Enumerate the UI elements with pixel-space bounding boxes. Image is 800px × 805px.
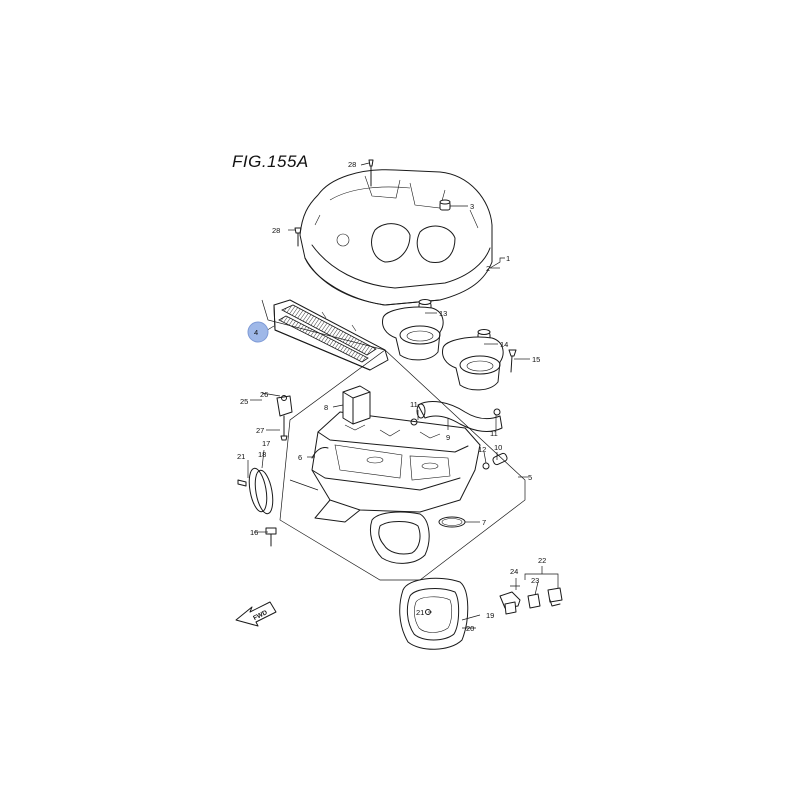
callout-26: 26: [260, 390, 268, 399]
clamp-11: [410, 408, 501, 426]
sensor-8: [342, 385, 371, 425]
callout-14: 14: [500, 340, 508, 349]
callout-20: 20: [466, 624, 474, 633]
clip-23: [527, 593, 541, 609]
callout-18: 18: [258, 450, 266, 459]
air-filter-element: [273, 299, 389, 371]
callout-28: 28: [272, 226, 280, 235]
callout-12: 12: [478, 445, 486, 454]
callout-11: 11: [490, 429, 498, 438]
callout-9: 9: [446, 433, 450, 442]
clamp-band-17: [237, 467, 274, 515]
callout-6: 6: [298, 453, 302, 462]
callout-16: 16: [250, 528, 258, 537]
callout-4: 4: [254, 328, 258, 337]
callout-27: 27: [256, 426, 264, 435]
callout-2: 2: [486, 264, 490, 273]
highlight-marker: [247, 321, 269, 343]
callout-21: 21: [416, 608, 424, 617]
air-cleaner-cover: [299, 169, 493, 306]
callout-19: 19: [486, 611, 494, 620]
hose-9: [416, 401, 503, 432]
intake-funnel-13: [382, 299, 444, 361]
callout-25: 25: [240, 397, 248, 406]
leader-lines: [247, 162, 559, 629]
callout-11: 11: [410, 400, 418, 409]
callout-23: 23: [531, 576, 539, 585]
callout-5: 5: [528, 473, 532, 482]
callout-22: 22: [538, 556, 546, 565]
callout-24: 24: [510, 567, 518, 576]
callout-labels: 28 28 3 1 2 4 13 14 15 8 11 9 11 10 12 5…: [237, 160, 546, 633]
bolt-16: [265, 527, 277, 547]
callout-3: 3: [470, 202, 474, 211]
duct-cover-19: [399, 577, 469, 650]
callout-28: 28: [348, 160, 356, 169]
forward-arrow-icon: FWD: [235, 601, 277, 627]
clip-22: [547, 587, 563, 607]
bracket-25: [276, 395, 293, 441]
o-ring-7: [438, 516, 466, 528]
callout-10: 10: [494, 443, 502, 452]
screw-15: [508, 349, 517, 373]
callout-17: 17: [262, 439, 270, 448]
callout-7: 7: [482, 518, 486, 527]
assembly-lines: [261, 299, 526, 581]
callout-21: 21: [237, 452, 245, 461]
air-cleaner-case: [311, 411, 481, 564]
clip-24: [499, 591, 521, 615]
callout-8: 8: [324, 403, 328, 412]
callout-1: 1: [506, 254, 510, 263]
intake-funnel-14: [442, 329, 504, 391]
screw-28: [294, 159, 374, 247]
figure-title: FIG.155A: [232, 152, 309, 171]
gasket-6: [311, 447, 329, 459]
callout-15: 15: [532, 355, 540, 364]
callout-13: 13: [439, 309, 447, 318]
